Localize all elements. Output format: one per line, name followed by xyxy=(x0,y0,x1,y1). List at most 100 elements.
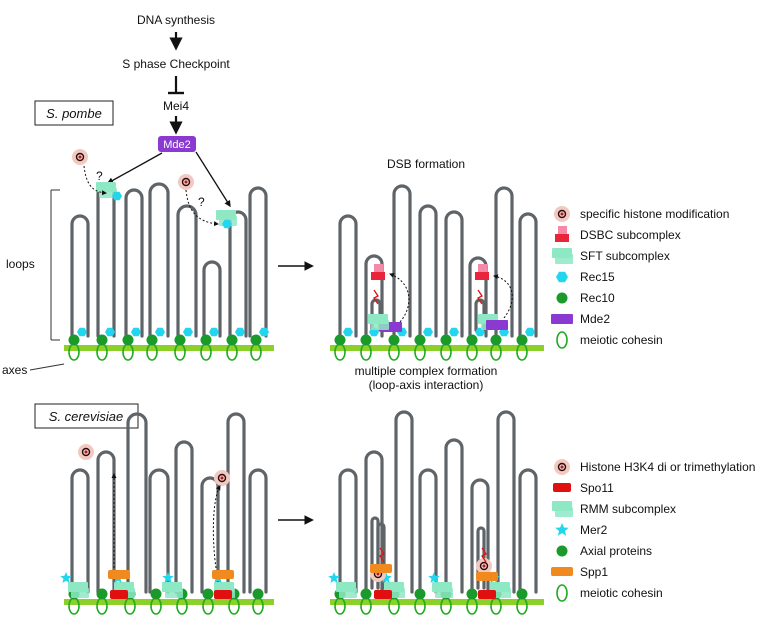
chromatin-loop xyxy=(148,182,170,338)
axial-protein-icon xyxy=(466,588,478,600)
mer2-star-icon xyxy=(162,572,174,583)
rec10-icon xyxy=(388,334,400,346)
chromatin-loop xyxy=(444,210,464,338)
axial-protein-icon xyxy=(414,588,426,600)
pombe-after-panel xyxy=(330,184,544,361)
axes-label: axes xyxy=(2,363,27,377)
spp1-icon xyxy=(212,570,234,579)
legend-item-label: Rec15 xyxy=(580,270,615,284)
legend-item-label: Mde2 xyxy=(580,312,610,326)
dna-synthesis-label: DNA synthesis xyxy=(137,13,215,27)
dsbc-subcomplex-icon xyxy=(371,272,385,280)
inhibition-arrow xyxy=(168,76,184,95)
rec10-icon xyxy=(174,334,186,346)
rec10-icon xyxy=(250,334,262,346)
chromosome-axis xyxy=(330,599,544,605)
rec10-icon xyxy=(556,292,568,304)
caption-line1: multiple complex formation xyxy=(355,364,498,378)
legend-item-label: Axial proteins xyxy=(580,544,652,558)
rec10-icon xyxy=(466,334,478,346)
dsb-break-icon xyxy=(477,289,483,305)
rec15-icon xyxy=(449,327,459,337)
dotted-interaction-arrow xyxy=(389,273,410,323)
rec15-icon xyxy=(423,327,433,337)
chromatin-loop xyxy=(174,440,194,594)
mer2-star-icon xyxy=(60,572,72,583)
chromatin-loop xyxy=(518,468,538,594)
chromatin-loop xyxy=(376,522,386,590)
chromatin-loop xyxy=(126,412,148,594)
rec10-icon xyxy=(360,334,372,346)
chromatin-loop xyxy=(124,188,144,338)
dsb-formation-label: DSB formation xyxy=(387,157,465,171)
chromatin-loop xyxy=(392,184,412,338)
histone-target-arrows-pombe xyxy=(83,165,219,227)
rec15-icon xyxy=(525,327,535,337)
legend-item-label: RMM subcomplex xyxy=(580,502,676,516)
rec15-icon xyxy=(222,219,232,229)
chromatin-loop xyxy=(200,476,220,594)
chromosome-axis xyxy=(64,345,274,351)
rec10-icon xyxy=(440,334,452,346)
rec15-icon xyxy=(77,327,87,337)
cerevisiae-species-box xyxy=(34,403,139,429)
rec15-icon xyxy=(105,327,115,337)
rec10-icon xyxy=(334,334,346,346)
mde2-icon xyxy=(486,320,508,330)
mei4-label: Mei4 xyxy=(163,99,189,113)
axes-pointer-line xyxy=(29,363,65,371)
legend-item-label: SFT subcomplex xyxy=(580,249,670,263)
chromatin-loop xyxy=(444,438,464,594)
legend-cerevisiae: Histone H3K4 di or trimethylationSpo11RM… xyxy=(551,459,755,602)
cerevisiae-after-panel xyxy=(328,410,544,615)
dsbc-subcomplex-icon xyxy=(555,234,569,242)
axial-protein-icon xyxy=(252,588,264,600)
chromatin-loop xyxy=(476,526,486,590)
chromatin-loop xyxy=(470,478,490,594)
chromatin-loop xyxy=(418,468,438,594)
legend-item-label: Spo11 xyxy=(580,481,614,495)
dsb-break-icon xyxy=(379,547,385,563)
chromatin-loop xyxy=(496,410,516,594)
chromatin-loop xyxy=(226,412,246,594)
chromatin-loop xyxy=(338,468,358,594)
axial-protein-icon xyxy=(96,588,108,600)
legend-item-label: meiotic cohesin xyxy=(580,333,663,347)
legend-item-label: Rec10 xyxy=(580,291,615,305)
chromatin-loop xyxy=(364,254,384,338)
chromatin-loop xyxy=(96,184,116,338)
arrow-mde2-left xyxy=(106,152,163,184)
spp1-icon xyxy=(370,564,392,573)
chromatin-loop xyxy=(228,210,248,338)
dsbc-subcomplex-icon xyxy=(475,272,489,280)
loops-label: loops xyxy=(6,257,35,271)
rec10-icon xyxy=(490,334,502,346)
chromatin-loop xyxy=(494,186,514,338)
chromatin-loop xyxy=(70,468,90,594)
question-mark-right: ? xyxy=(198,195,205,209)
chromatin-loop xyxy=(418,204,438,338)
legend-item-label: Spp1 xyxy=(580,565,608,579)
cerevisiae-before-panel xyxy=(60,412,274,615)
mde2-icon xyxy=(551,314,573,324)
spo11-icon xyxy=(553,483,571,492)
checkpoint-label: S phase Checkpoint xyxy=(122,57,230,71)
legend-item-label: Histone H3K4 di or trimethylation xyxy=(580,460,755,474)
rec10-icon xyxy=(200,334,212,346)
chromatin-loop xyxy=(176,204,198,338)
dotted-interaction-arrow xyxy=(493,274,513,319)
chromatin-loop xyxy=(70,214,90,338)
cerevisiae-species-label: S. cerevisiae xyxy=(49,409,123,424)
pombe-before-panel xyxy=(64,149,274,361)
legend-item-label: Mer2 xyxy=(580,523,608,537)
rec10-icon xyxy=(68,334,80,346)
pombe-species-box xyxy=(34,100,114,126)
chromatin-loop xyxy=(364,450,384,594)
axial-protein-icon xyxy=(202,588,214,600)
chromosome-axis xyxy=(64,599,274,605)
rec10-icon xyxy=(146,334,158,346)
cohesin-ring-icon xyxy=(556,331,568,349)
mer2-star-icon xyxy=(328,572,340,583)
dsb-break-icon xyxy=(481,547,487,563)
